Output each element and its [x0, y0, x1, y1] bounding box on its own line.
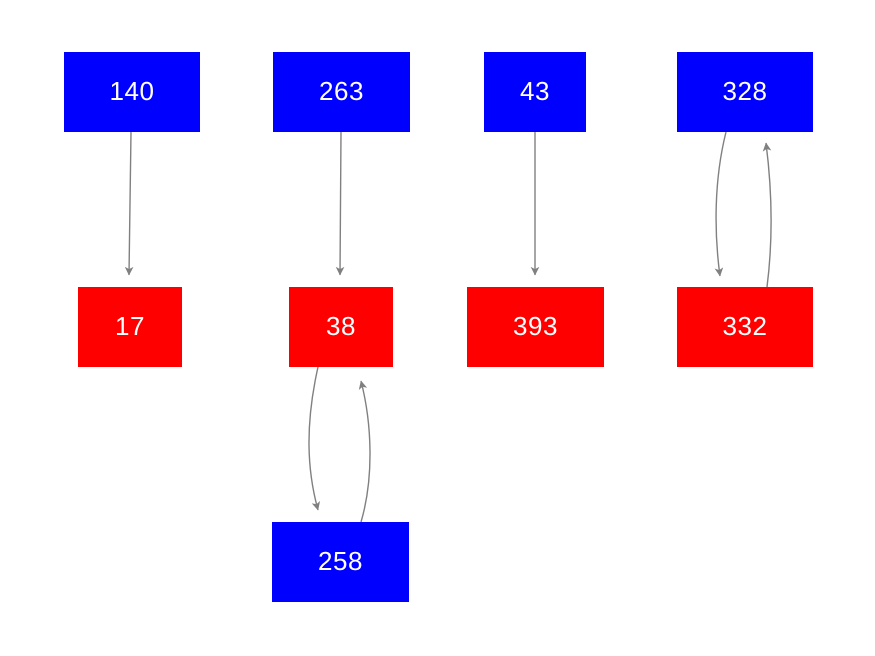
edge-332-to-328: [762, 142, 772, 288]
node-label: 263: [319, 76, 364, 106]
edge-263-to-38: [335, 131, 345, 276]
edge-38-to-258: [308, 366, 321, 511]
node-393[interactable]: 393: [467, 287, 604, 367]
node-label: 17: [115, 311, 145, 341]
edge-328-to-332: [714, 131, 727, 277]
node-label: 258: [318, 546, 363, 576]
edge-140-to-17: [124, 131, 134, 276]
node-263[interactable]: 263: [273, 52, 410, 132]
edge-258-to-38: [358, 380, 371, 523]
node-258[interactable]: 258: [272, 522, 409, 602]
node-label: 140: [109, 76, 155, 106]
node-label: 328: [722, 76, 768, 106]
node-label: 38: [326, 311, 356, 341]
node-label: 393: [513, 311, 558, 341]
node-140[interactable]: 140: [64, 52, 200, 132]
node-43[interactable]: 43: [484, 52, 586, 132]
node-38[interactable]: 38: [289, 287, 393, 367]
node-17[interactable]: 17: [78, 287, 182, 367]
node-label: 43: [520, 76, 550, 106]
node-label: 332: [722, 311, 768, 341]
node-332[interactable]: 332: [677, 287, 813, 367]
node-328[interactable]: 328: [677, 52, 813, 132]
